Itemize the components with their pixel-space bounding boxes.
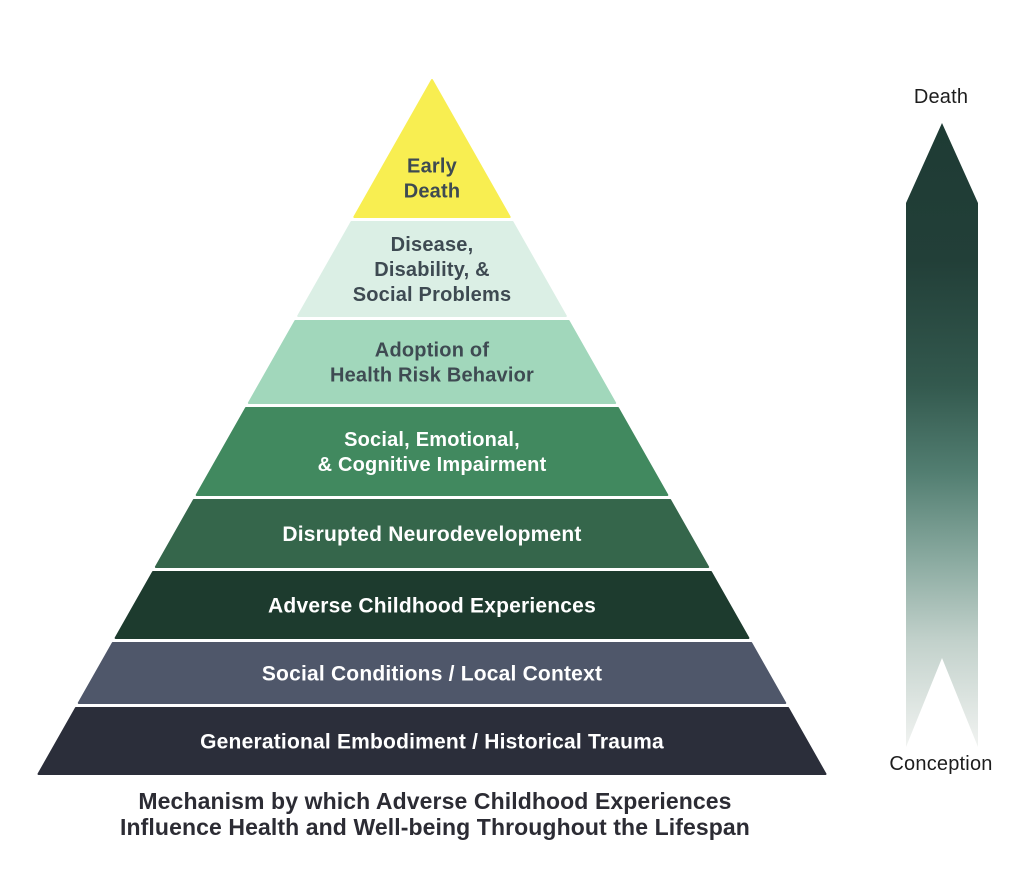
pyramid-layer-early-death [353, 79, 511, 218]
caption-line-2: Influence Health and Well-being Througho… [120, 814, 750, 840]
pyramid-layer-label-disrupted-neurodevelopment: Disrupted Neurodevelopment [282, 523, 581, 546]
pyramid-layer-social-conditions-local-context [77, 642, 787, 704]
pyramid-layer-adverse-childhood-experiences [114, 571, 750, 639]
diagram-caption: Mechanism by which Adverse Childhood Exp… [35, 788, 835, 840]
caption-line-1: Mechanism by which Adverse Childhood Exp… [138, 788, 732, 814]
pyramid-layer-disease-disability-social-problems [297, 221, 567, 317]
pyramid-layer-label-adverse-childhood-experiences: Adverse Childhood Experiences [268, 594, 596, 617]
lifespan-arrow-conception-label: Conception [889, 753, 993, 775]
pyramid-layer-label-generational-embodiment-historical-trauma: Generational Embodiment / Historical Tra… [200, 730, 664, 753]
pyramid-layer-generational-embodiment-historical-trauma [37, 707, 827, 775]
lifespan-arrow [906, 123, 978, 747]
pyramid-layer-label-social-conditions-local-context: Social Conditions / Local Context [262, 662, 602, 685]
pyramid-layer-label-social-emotional-cognitive-impairment: Social, Emotional,& Cognitive Impairment [318, 429, 547, 476]
pyramid-layer-social-emotional-cognitive-impairment [195, 407, 669, 496]
pyramid-layer-adoption-of-health-risk-behavior [247, 320, 617, 404]
lifespan-arrow-death-label: Death [913, 86, 969, 108]
pyramid-layer-disrupted-neurodevelopment [154, 499, 710, 568]
pyramid-layer-label-disease-disability-social-problems: Disease,Disability, &Social Problems [353, 234, 512, 306]
lifespan-arrow-group [906, 123, 978, 747]
